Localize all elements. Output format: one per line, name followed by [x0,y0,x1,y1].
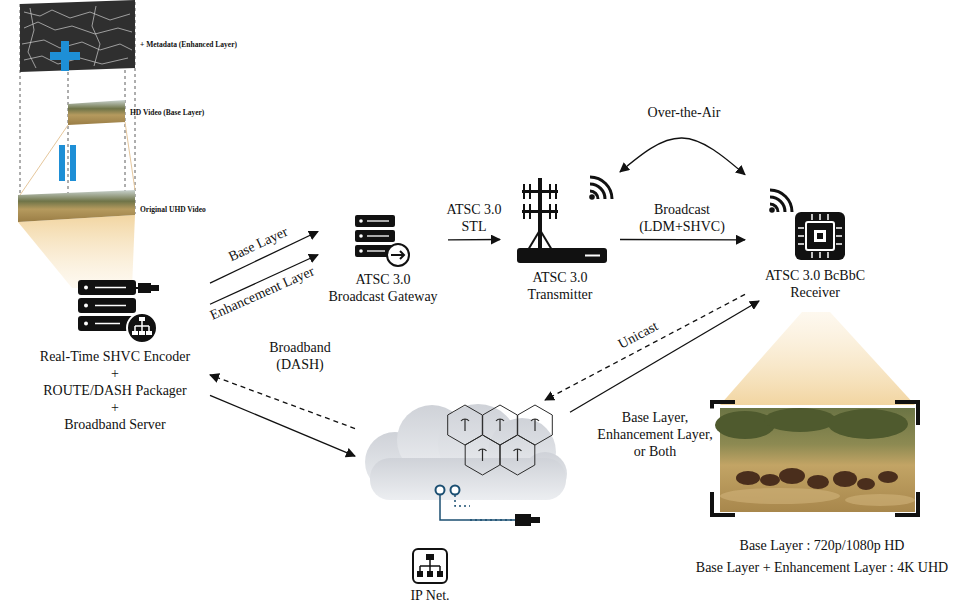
annotation: + Metadata (Enhanced Layer) [140,40,237,49]
plus-symbol [61,41,69,71]
component-node: IP Net. [355,400,570,604]
network-cloud [365,404,567,526]
transmitter-icon [517,177,612,263]
annotation: Original UHD Video [140,205,206,214]
connector-label-text: Enhancement Layer [205,262,318,325]
text-line: Broadcast [639,201,725,218]
annotation: Base Layer : 720p/1080p HD [740,537,905,555]
annotation-text: HD Video (Base Layer) [130,108,204,117]
component-caption: ATSC 3.0 Transmitter [500,269,620,303]
connector-label-text: Unicast [613,317,662,354]
text-line: Receiver [745,284,885,301]
component-node: ATSC 3.0 Broadcast Gateway [318,212,448,305]
uhd-layer [18,190,135,222]
connector-label: Over-the-Air [646,104,723,121]
component-node: Real-Time SHVC Encoder + ROUTE/DASH Pack… [20,276,210,433]
text-line: ATSC 3.0 [500,269,620,286]
encoder-icon [78,280,159,343]
text-line: STL [446,218,501,235]
text-line: ATSC 3.0 [446,201,501,218]
annotation: Base Layer + Enhancement Layer : 4K UHD [696,559,948,577]
receiver-icon [769,190,845,260]
connector-label: Base Layer, Enhancement Layer, or Both [595,409,714,460]
dashed-connector [210,375,355,429]
bison-photo [715,408,915,512]
connector-label-text: ATSC 3.0 STL [444,201,503,235]
spread-lines [20,122,135,195]
metadata-layer [20,0,135,72]
text-line: ROUTE/DASH Packager [20,382,210,399]
text-line: Broadcast Gateway [318,288,448,305]
annotation-text: Base Layer : 720p/1080p HD [740,537,905,555]
dashed-connector [545,294,745,400]
text-line: Broadband [269,339,330,356]
text-line: + [20,365,210,382]
component-caption: ATSC 3.0 BcBbC Receiver [745,267,885,301]
connector [620,138,745,175]
annotation-text: + Metadata (Enhanced Layer) [140,40,237,49]
text-line: Real-Time SHVC Encoder [20,348,210,365]
connector-label: Unicast [613,317,662,354]
text-line: ATSC 3.0 [318,271,448,288]
text-line: or Both [597,443,712,460]
component-caption: Real-Time SHVC Encoder + ROUTE/DASH Pack… [20,348,210,433]
annotation: HD Video (Base Layer) [130,108,204,117]
network-icon [413,549,447,583]
projection-cone [18,215,135,288]
frame-corners [712,402,918,515]
annotation-text: Original UHD Video [140,205,206,214]
connector [570,301,759,412]
text-line: Broadband Server [20,416,210,433]
connector [620,239,745,241]
text-line: Base Layer, [597,409,712,426]
connector-label: Broadband (DASH) [267,339,332,373]
connector-label: Broadcast (LDM+SHVC) [637,201,727,235]
equals-symbol [70,145,76,181]
connector-label-text: Broadband (DASH) [267,339,332,373]
text-line: (LDM+SHVC) [639,218,725,235]
projection-cone [720,312,915,405]
text-line: Transmitter [500,286,620,303]
component-node: ATSC 3.0 BcBbC Receiver [745,168,885,301]
connector-label: Enhancement Layer [205,262,318,325]
connector [448,239,500,241]
equals-symbol [59,145,65,181]
text-line: Enhancement Layer, [597,426,712,443]
connector-label-text: Base Layer [224,222,292,266]
text-line: (DASH) [269,356,330,373]
text-line: + [20,399,210,416]
component-node: ATSC 3.0 Transmitter [500,165,620,303]
connector [210,395,355,456]
text-line: ATSC 3.0 BcBbC [745,267,885,284]
connector-label: Base Layer [224,222,292,266]
hd-layer [68,100,125,125]
metadata-texture [22,6,132,68]
component-caption: IP Net. [385,587,475,604]
layer-stack [18,0,135,288]
connector-label-text: Broadcast (LDM+SHVC) [637,201,727,235]
gateway-icon [355,215,409,266]
annotation-text: Base Layer + Enhancement Layer : 4K UHD [696,559,948,577]
component-caption: ATSC 3.0 Broadcast Gateway [318,271,448,305]
connector-label-text: Base Layer, Enhancement Layer, or Both [595,409,714,460]
connector-label-text: Over-the-Air [646,104,723,121]
connector-label: ATSC 3.0 STL [444,201,503,235]
